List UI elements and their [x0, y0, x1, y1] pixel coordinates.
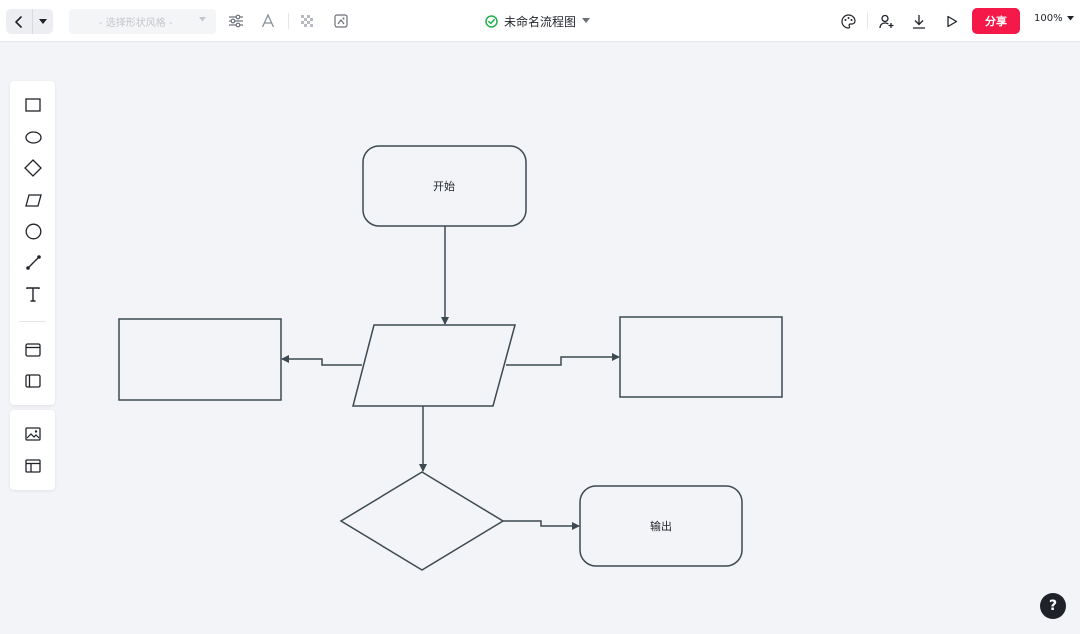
- template-tool[interactable]: [22, 455, 44, 477]
- line-icon: [25, 254, 41, 270]
- container-icon: [25, 343, 41, 357]
- parallelogram-tool[interactable]: [22, 189, 44, 211]
- circle-tool[interactable]: [22, 220, 44, 242]
- start-node-label: 开始: [433, 180, 455, 193]
- template-icon: [25, 459, 41, 473]
- chevron-down-icon: [39, 18, 47, 24]
- panel-divider: [19, 321, 46, 322]
- download-button[interactable]: [909, 11, 929, 31]
- present-button[interactable]: [942, 11, 962, 31]
- back-button[interactable]: [6, 9, 33, 34]
- check-circle-icon: [485, 14, 498, 28]
- output-node-label: 输出: [650, 520, 672, 533]
- top-toolbar: - 选择形状风格 -: [0, 0, 1080, 42]
- chevron-down-icon: [582, 18, 591, 23]
- diagram-canvas[interactable]: 开始 输出: [0, 42, 1080, 634]
- rectangle-tool[interactable]: [22, 94, 44, 116]
- zoom-level: 100%: [1034, 13, 1063, 24]
- navigation-group: [6, 9, 53, 34]
- toolbar-divider: [867, 13, 868, 29]
- diamond-icon: [24, 159, 42, 177]
- left-process-node[interactable]: [118, 318, 282, 401]
- swimlane-icon: [25, 374, 41, 388]
- input-output-node[interactable]: [352, 324, 516, 407]
- container-tool[interactable]: [22, 339, 44, 361]
- shape-style-select[interactable]: - 选择形状风格 -: [69, 9, 216, 34]
- output-node[interactable]: [579, 485, 743, 567]
- text-style-icon: [261, 14, 275, 28]
- connector-io-to-right[interactable]: [506, 353, 620, 366]
- sliders-button[interactable]: [226, 11, 246, 31]
- sliders-icon: [229, 14, 243, 28]
- ellipse-icon: [24, 130, 42, 144]
- zoom-select[interactable]: 100%: [1034, 13, 1074, 24]
- nav-menu-button[interactable]: [33, 9, 53, 34]
- back-arrow-icon: [15, 15, 22, 28]
- connector-decision-to-output[interactable]: [503, 520, 580, 530]
- text-style-button[interactable]: [258, 11, 278, 31]
- add-user-icon: [879, 14, 894, 28]
- circle-icon: [25, 223, 41, 239]
- shape-style-placeholder: - 选择形状风格 -: [99, 18, 173, 29]
- text-tool[interactable]: [22, 283, 44, 305]
- image-icon: [25, 427, 41, 441]
- decision-node[interactable]: [339, 471, 505, 571]
- line-tool[interactable]: [22, 251, 44, 273]
- image-fill-icon: [334, 14, 348, 28]
- play-icon: [947, 15, 958, 27]
- toolbar-divider: [288, 13, 289, 29]
- share-button[interactable]: 分享: [972, 8, 1020, 34]
- download-icon: [913, 14, 925, 29]
- chevron-down-icon: [199, 17, 206, 22]
- shapes-panel: [10, 81, 55, 405]
- chevron-down-icon: [1066, 16, 1074, 21]
- diagram-svg: [118, 145, 783, 571]
- connector-io-to-left[interactable]: [281, 355, 362, 366]
- image-fill-button[interactable]: [331, 11, 351, 31]
- parallelogram-icon: [24, 193, 42, 207]
- diamond-tool[interactable]: [22, 157, 44, 179]
- text-icon: [26, 286, 40, 302]
- ellipse-tool[interactable]: [22, 126, 44, 148]
- image-tool[interactable]: [22, 423, 44, 445]
- transparency-icon: [300, 14, 313, 27]
- invite-collaborator-button[interactable]: [877, 11, 897, 31]
- insert-panel: [10, 410, 55, 490]
- transparency-button[interactable]: [297, 11, 317, 31]
- palette-icon: [840, 13, 856, 29]
- rectangle-icon: [25, 98, 41, 112]
- document-title[interactable]: 未命名流程图: [485, 11, 591, 31]
- theme-button[interactable]: [838, 11, 858, 31]
- document-title-text: 未命名流程图: [504, 14, 577, 29]
- help-button[interactable]: ?: [1040, 593, 1066, 619]
- right-process-node[interactable]: [619, 316, 783, 398]
- swimlane-tool[interactable]: [22, 370, 44, 392]
